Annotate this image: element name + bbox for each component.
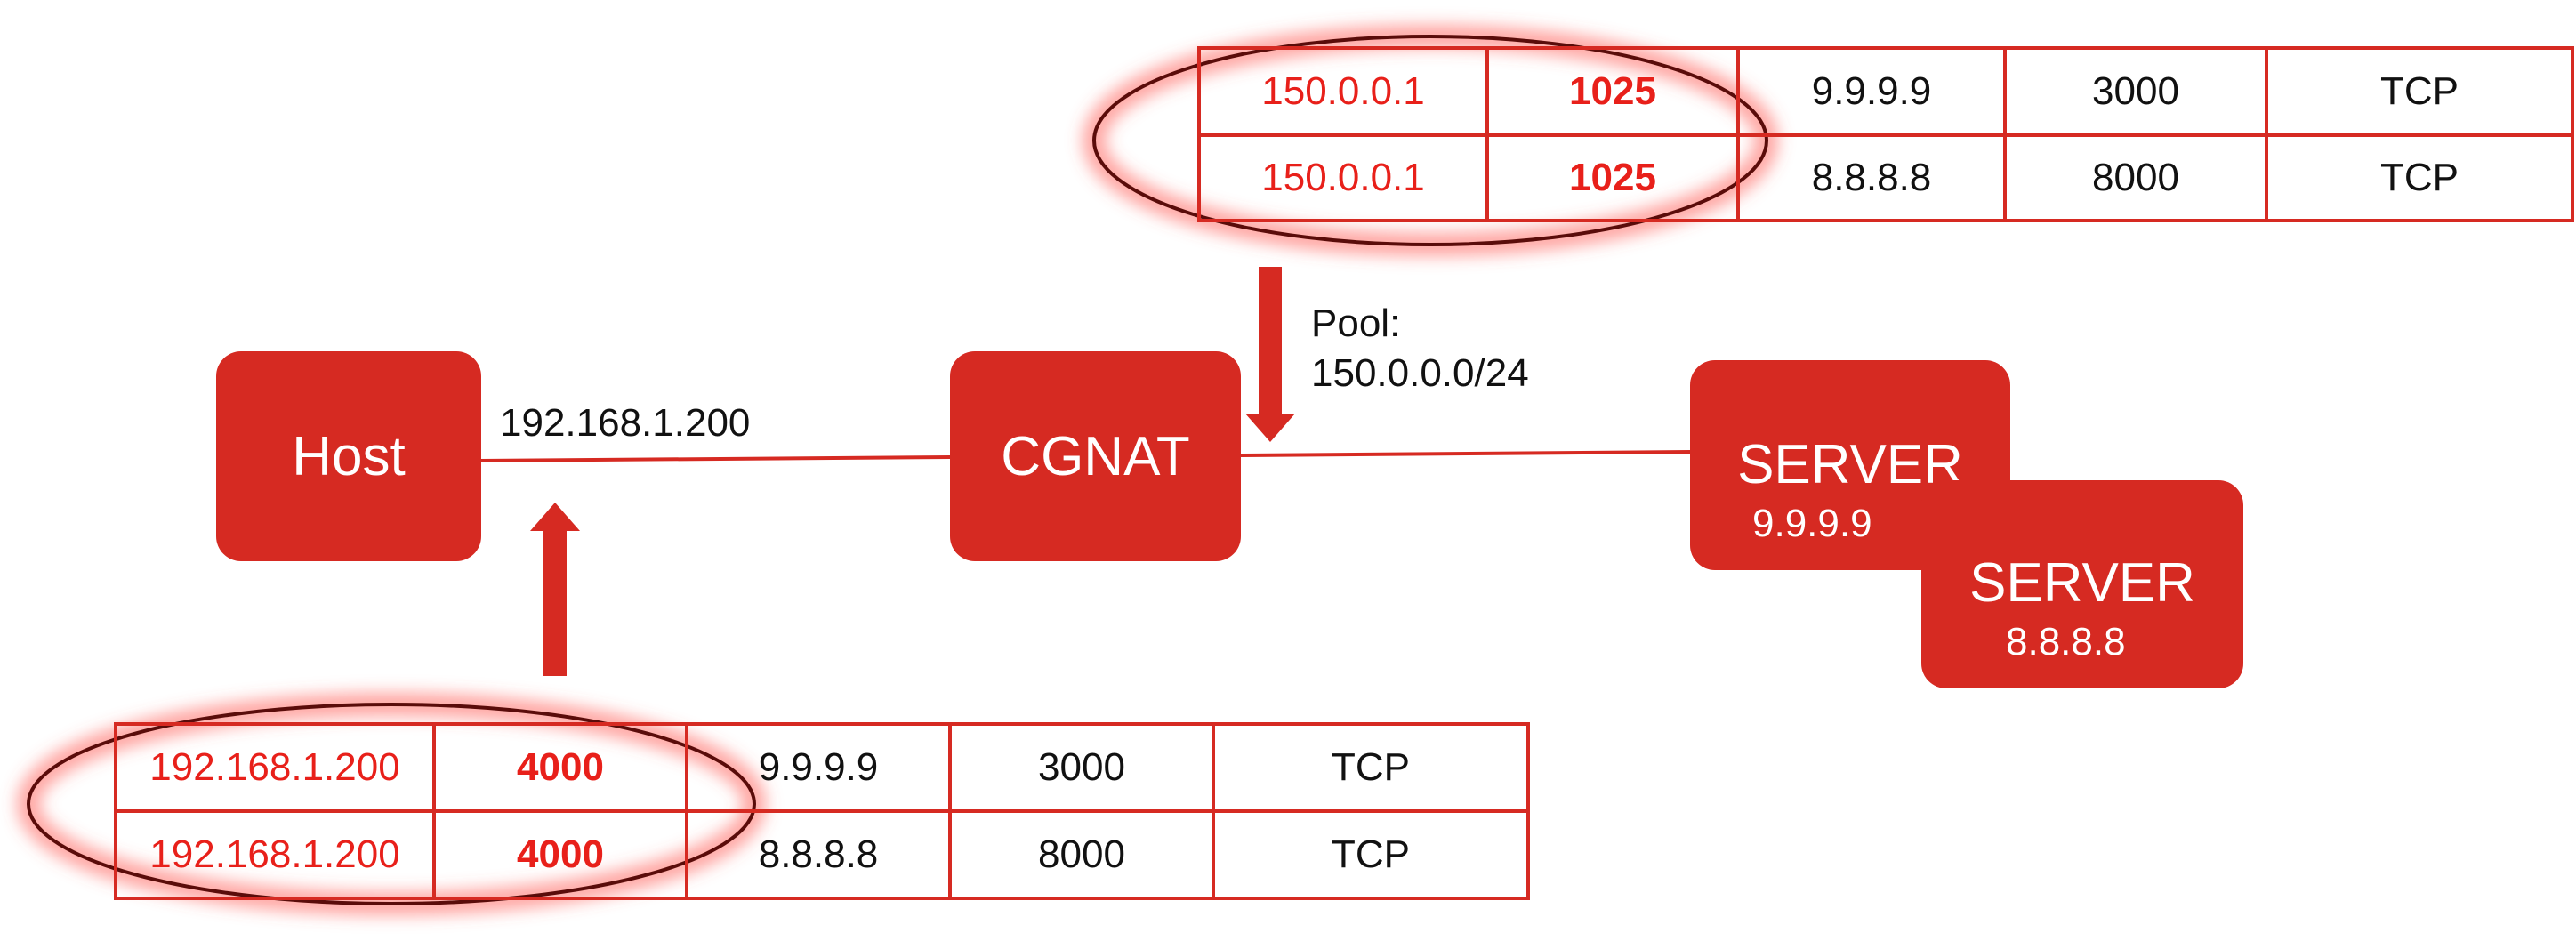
table-row: 150.0.0.1 1025 9.9.9.9 3000 TCP xyxy=(1197,46,2574,137)
table-cell-protocol: TCP xyxy=(2265,133,2574,222)
table-cell-dest-port: 8000 xyxy=(948,809,1215,900)
cgnat-server-link xyxy=(1240,450,1691,457)
down-arrow xyxy=(1245,267,1295,442)
pool-range-label: 150.0.0.0/24 xyxy=(1311,351,1529,395)
host-ip-label: 192.168.1.200 xyxy=(500,401,751,445)
table-cell-protocol: TCP xyxy=(1212,722,1530,813)
table-cell-public-ip: 150.0.0.1 xyxy=(1197,133,1489,222)
table-cell-dest-port: 8000 xyxy=(2003,133,2268,222)
table-cell-dest-port: 3000 xyxy=(948,722,1215,813)
table-cell-protocol: TCP xyxy=(2265,46,2574,137)
table-row: 192.168.1.200 4000 8.8.8.8 8000 TCP xyxy=(114,809,1530,900)
table-cell-dest-ip: 8.8.8.8 xyxy=(685,809,952,900)
table-cell-dest-port: 3000 xyxy=(2003,46,2268,137)
server-ip: 9.9.9.9 xyxy=(1752,502,1872,545)
host-cgnat-link xyxy=(479,455,951,462)
server-label: SERVER xyxy=(1969,552,2195,614)
server-ip: 8.8.8.8 xyxy=(2006,620,2126,663)
table-row: 150.0.0.1 1025 8.8.8.8 8000 TCP xyxy=(1197,133,2574,222)
table-cell-dest-ip: 9.9.9.9 xyxy=(1736,46,2007,137)
table-cell-protocol: TCP xyxy=(1212,809,1530,900)
table-cell-dest-ip: 9.9.9.9 xyxy=(685,722,952,813)
host-label: Host xyxy=(292,425,406,487)
pool-title-label: Pool: xyxy=(1311,302,1401,345)
cgnat-node: CGNAT xyxy=(950,351,1241,561)
table-cell-public-ip: 150.0.0.1 xyxy=(1197,46,1489,137)
host-node: Host xyxy=(216,351,481,561)
table-cell-private-ip: 192.168.1.200 xyxy=(114,722,436,813)
table-cell-private-port: 4000 xyxy=(432,722,688,813)
public-nat-table: 150.0.0.1 1025 9.9.9.9 3000 TCP 150.0.0.… xyxy=(1197,46,2574,222)
server-node-2: SERVER 8.8.8.8 xyxy=(1921,480,2243,688)
server-label: SERVER xyxy=(1737,434,1963,495)
table-row: 192.168.1.200 4000 9.9.9.9 3000 TCP xyxy=(114,722,1530,813)
table-cell-dest-ip: 8.8.8.8 xyxy=(1736,133,2007,222)
table-cell-public-port: 1025 xyxy=(1485,133,1740,222)
private-nat-table: 192.168.1.200 4000 9.9.9.9 3000 TCP 192.… xyxy=(114,722,1530,900)
table-cell-private-ip: 192.168.1.200 xyxy=(114,809,436,900)
cgnat-label: CGNAT xyxy=(1001,425,1190,487)
up-arrow xyxy=(530,503,580,676)
table-cell-public-port: 1025 xyxy=(1485,46,1740,137)
table-cell-private-port: 4000 xyxy=(432,809,688,900)
